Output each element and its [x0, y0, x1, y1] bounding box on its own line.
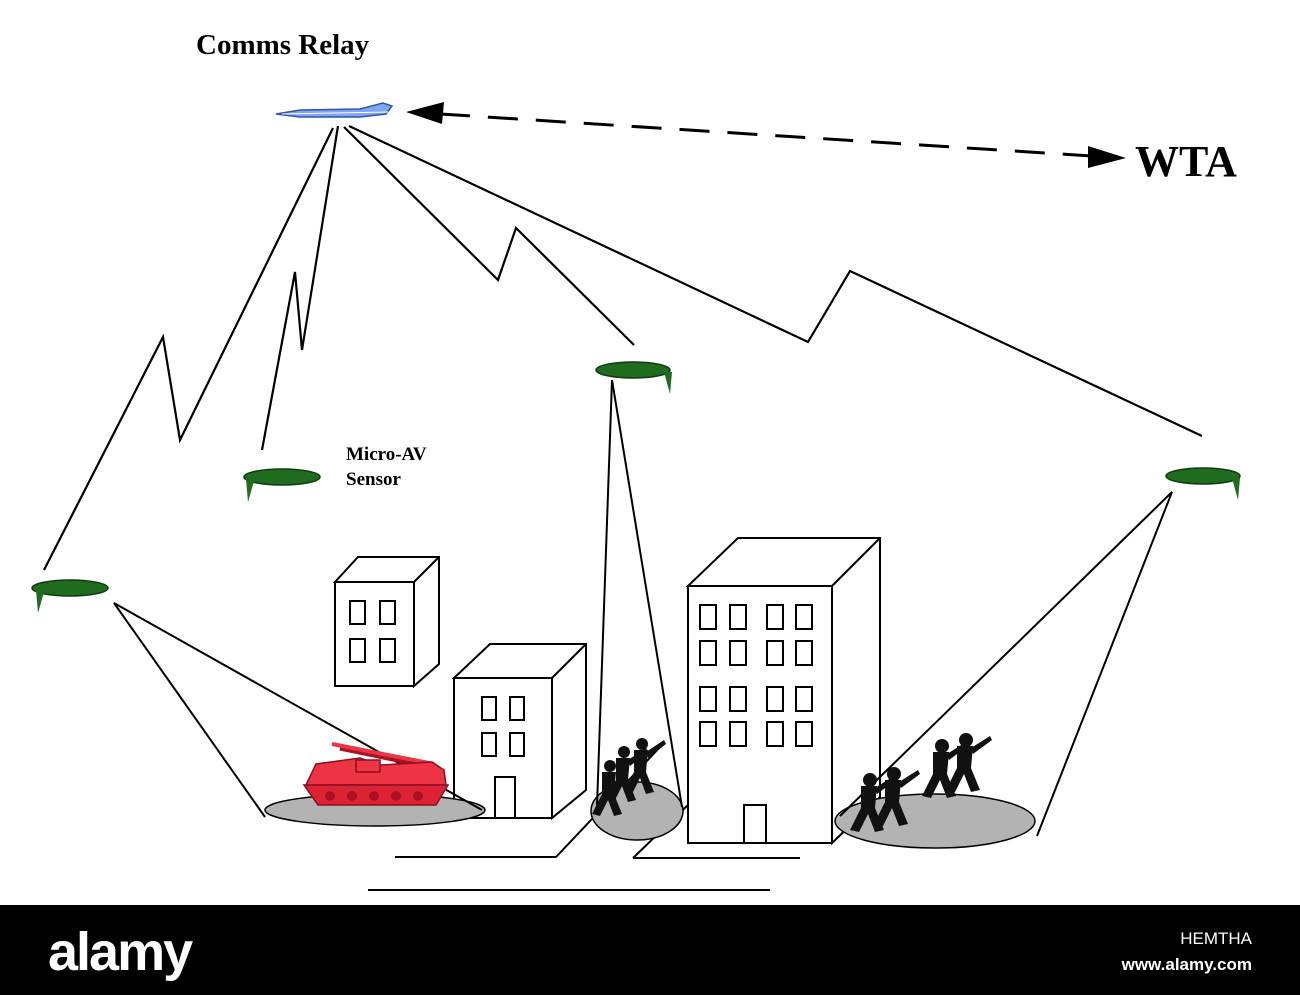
link-to-sensor-2: [260, 125, 340, 451]
relay-wta-link: [406, 102, 1126, 168]
sensor-network-diagram: Comms Relay WTA Micro-AV Sensor: [31, 29, 1241, 891]
soldier-icon: [946, 733, 992, 792]
soldier-icon: [874, 767, 920, 826]
arrowhead-left-icon: [406, 102, 444, 124]
tank-icon: [302, 742, 450, 806]
watermark-logo: alamy: [48, 922, 193, 982]
soldier-icon: [624, 738, 666, 794]
soldier-icon: [592, 760, 622, 816]
watermark-site: www.alamy.com: [1121, 955, 1252, 974]
sensor-label-line2: Sensor: [346, 469, 401, 490]
relay-sensor-links: [43, 125, 1203, 571]
watermark-image-id: HEMTHA: [1180, 929, 1252, 948]
soldier-group-a: [592, 738, 666, 816]
soldier-group-b: [850, 733, 992, 832]
building-icon: [451, 643, 587, 821]
comms-relay-label: Comms Relay: [196, 29, 370, 61]
arrowhead-right-icon: [1088, 146, 1126, 168]
link-to-sensor-3: [343, 126, 635, 346]
watermark-bar: alamy HEMTHA www.alamy.com: [0, 905, 1300, 995]
building-icon: [332, 556, 440, 689]
micro-av-icon: [31, 579, 109, 613]
micro-av-icon: [595, 361, 672, 394]
link-to-sensor-4: [348, 125, 1203, 437]
sensor-label-line1: Micro-AV: [346, 444, 427, 465]
micro-av-icon: [243, 468, 321, 502]
aircraft-icon: [275, 102, 394, 118]
wta-label: WTA: [1135, 137, 1237, 186]
building-icon: [685, 537, 881, 846]
micro-av-icon: [1165, 467, 1241, 500]
link-to-sensor-1: [43, 127, 334, 571]
